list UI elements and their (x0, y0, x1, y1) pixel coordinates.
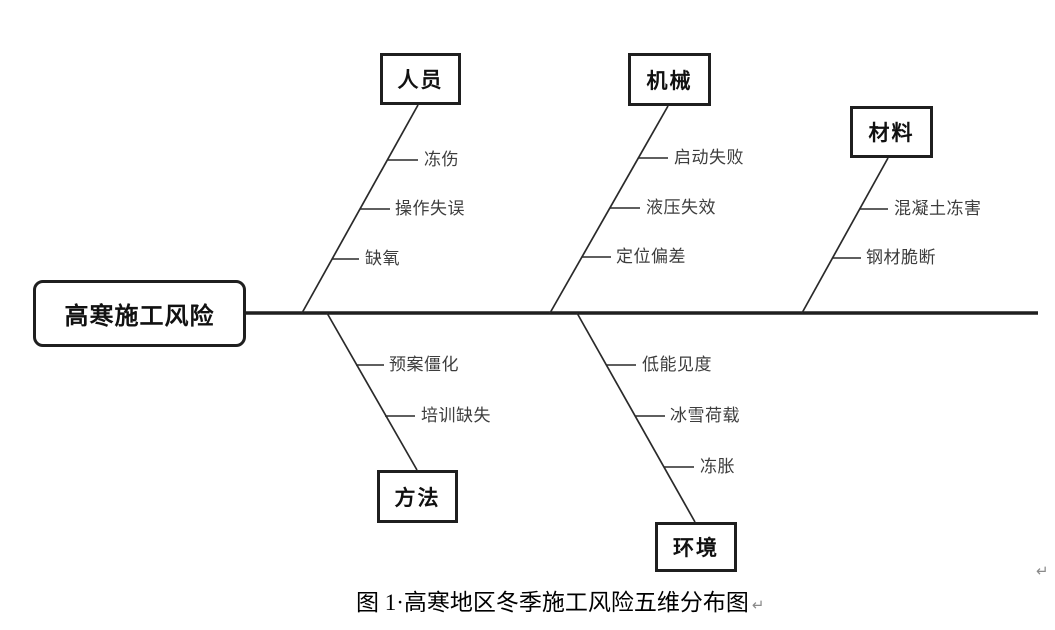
category-label-environment: 环境 (673, 537, 719, 560)
figure-caption-text: 图 1·高寒地区冬季施工风险五维分布图 (356, 590, 749, 615)
category-box-machinery: 机械 (628, 53, 711, 106)
cause-label-startup-failure: 启动失败 (674, 148, 744, 167)
cause-label-concrete-frost: 混凝土冻害 (894, 199, 982, 218)
paragraph-return-icon: ↵ (1036, 562, 1049, 580)
category-box-environment: 环境 (655, 522, 737, 572)
figure-caption: 图 1·高寒地区冬季施工风险五维分布图↵ (356, 589, 765, 619)
cause-label-frost-heave: 冻胀 (700, 457, 735, 476)
branch-line-method (326, 312, 418, 471)
category-label-machinery: 机械 (646, 69, 693, 93)
category-label-materials: 材料 (868, 122, 915, 145)
head-box-problem: 高寒施工风险 (33, 280, 246, 347)
cause-label-frostbite: 冻伤 (424, 150, 459, 169)
branch-line-machinery (549, 105, 669, 314)
cause-label-training-gap: 培训缺失 (421, 406, 491, 425)
category-box-method: 方法 (377, 470, 458, 523)
head-label: 高寒施工风险 (64, 303, 215, 330)
category-box-materials: 材料 (850, 106, 933, 158)
category-label-method: 方法 (394, 486, 441, 510)
branch-line-environment (576, 312, 696, 523)
cause-label-snow-load: 冰雪荷载 (670, 406, 740, 425)
category-label-personnel: 人员 (397, 69, 444, 92)
branch-line-materials (801, 157, 889, 314)
paragraph-return-icon: ↵ (751, 596, 765, 614)
cause-label-steel-fracture: 钢材脆断 (866, 248, 936, 267)
cause-label-low-visibility: 低能见度 (642, 355, 712, 374)
cause-label-operation-error: 操作失误 (395, 199, 465, 218)
cause-label-hypoxia: 缺氧 (365, 249, 400, 268)
cause-label-hydraulic-failure: 液压失效 (646, 198, 716, 217)
cause-label-positioning-error: 定位偏差 (616, 247, 686, 266)
category-box-personnel: 人员 (380, 53, 461, 105)
cause-label-rigid-plans: 预案僵化 (389, 355, 459, 374)
